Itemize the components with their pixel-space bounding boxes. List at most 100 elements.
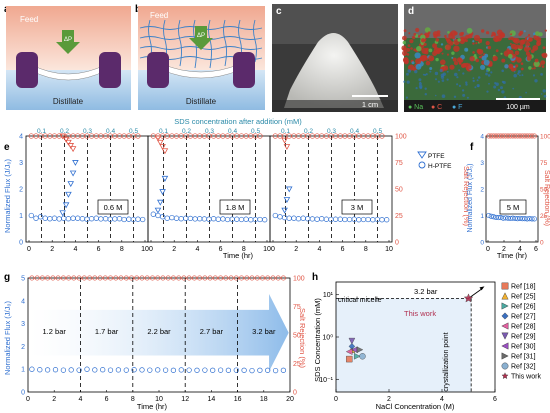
eds-dot [472, 40, 475, 43]
y-tick: 4 [480, 134, 484, 141]
eds-dot [513, 73, 517, 78]
flux-point [342, 216, 348, 223]
flux-point [186, 367, 192, 373]
flux-point [192, 216, 198, 222]
rejection-point [218, 275, 224, 281]
eds-dot [473, 54, 477, 57]
flux-point [183, 215, 189, 221]
y-tick: 2 [480, 187, 484, 194]
eds-dot [509, 42, 512, 45]
flux-point [519, 216, 525, 222]
y-axis-label-left: Normalized Flux (J/J₀) [3, 301, 12, 375]
eds-dot [435, 38, 440, 42]
y-axis-label-right: Salt Rejection (%) [298, 308, 307, 369]
rejection-point [254, 275, 260, 281]
ptfe-rejection-point [281, 137, 288, 144]
eds-dot [541, 65, 545, 68]
top-tick: 0.1 [159, 128, 168, 135]
eds-dot [472, 79, 475, 83]
flux-point [238, 216, 245, 223]
rejection-point [45, 275, 51, 281]
panel-a: a ΔP Feed Distillate [4, 4, 131, 110]
legend: Ref [18] Ref [25] Ref [26] Ref [27] Ref … [501, 282, 541, 381]
eds-dot [420, 38, 426, 43]
rejection-point [500, 133, 506, 139]
flux-point [102, 216, 109, 222]
flux-point [88, 216, 95, 222]
rejection-point [519, 133, 525, 139]
eds-dot [460, 36, 467, 42]
y2-tick: 0 [293, 390, 297, 397]
eds-dot [508, 63, 514, 69]
eds-dot [407, 69, 412, 73]
flux-point [135, 216, 141, 222]
flux-point [486, 212, 492, 219]
eds-dot [523, 30, 526, 33]
rejection-point [29, 275, 35, 281]
eds-dot [487, 74, 491, 77]
top-tick: 0.3 [327, 128, 336, 135]
flux-point [169, 214, 175, 221]
flux-point [531, 216, 537, 222]
rejection-point [55, 275, 61, 281]
flux-point [150, 211, 156, 217]
eds-dot [466, 64, 472, 70]
flux-point [47, 216, 53, 222]
y2-tick: 25 [540, 213, 548, 220]
rejection-point [144, 275, 150, 281]
eds-dot [456, 83, 459, 86]
eds-dot [493, 58, 496, 62]
eds-dot [517, 70, 521, 74]
x-tick: 4 [73, 246, 77, 253]
rejection-point [176, 275, 182, 281]
ptfe-rejection-point [154, 135, 162, 142]
eds-dot [517, 72, 520, 75]
legend-marker [501, 352, 509, 360]
x-tick: 10 [385, 246, 393, 253]
eds-dot [540, 93, 543, 95]
eds-dot [490, 71, 493, 74]
rejection-point [191, 275, 197, 281]
flux-point [68, 367, 74, 373]
flux-point [173, 215, 180, 221]
flux-point [147, 367, 153, 373]
x-tick: 0 [26, 396, 30, 403]
x-tick: 6 [341, 246, 345, 253]
eds-dot [452, 36, 456, 40]
eds-dot [446, 39, 452, 44]
legend-label: Ref [29] [511, 334, 536, 341]
eds-dot [520, 67, 524, 71]
x-tick: 8 [131, 396, 135, 403]
x-tick: 4 [440, 396, 444, 403]
eds-dot [540, 60, 546, 65]
rejection-point [139, 275, 145, 281]
flux-point [217, 367, 224, 373]
rejection-point [66, 275, 72, 281]
flux-point [257, 216, 263, 223]
eds-dot [461, 31, 464, 35]
eds-dot [421, 47, 428, 55]
bar-label: 3.2 bar [414, 287, 438, 296]
flux-point [500, 215, 506, 221]
ptfe-flux-point [285, 186, 293, 193]
y-tick: 4 [21, 298, 25, 305]
top-tick: 0.1 [37, 128, 46, 135]
eds-dot [406, 80, 410, 84]
eds-dot [424, 93, 427, 96]
eds-dot [519, 39, 525, 45]
eds-dot [488, 82, 490, 85]
eds-dot [451, 51, 455, 55]
flux-point [126, 216, 132, 222]
eds-dot [526, 56, 532, 61]
top-tick: 0.3 [205, 128, 214, 135]
data-point [345, 348, 353, 355]
panel-b: b ΔP Feed Distillate [135, 4, 265, 110]
eds-dot [453, 45, 460, 52]
rejection-point [517, 133, 523, 139]
pressure-increase-arrow [30, 293, 289, 372]
ptfe-flux-point [59, 210, 66, 217]
sub-label: 5 M [507, 203, 520, 212]
eds-dot [533, 67, 536, 70]
flux-point [159, 214, 166, 220]
